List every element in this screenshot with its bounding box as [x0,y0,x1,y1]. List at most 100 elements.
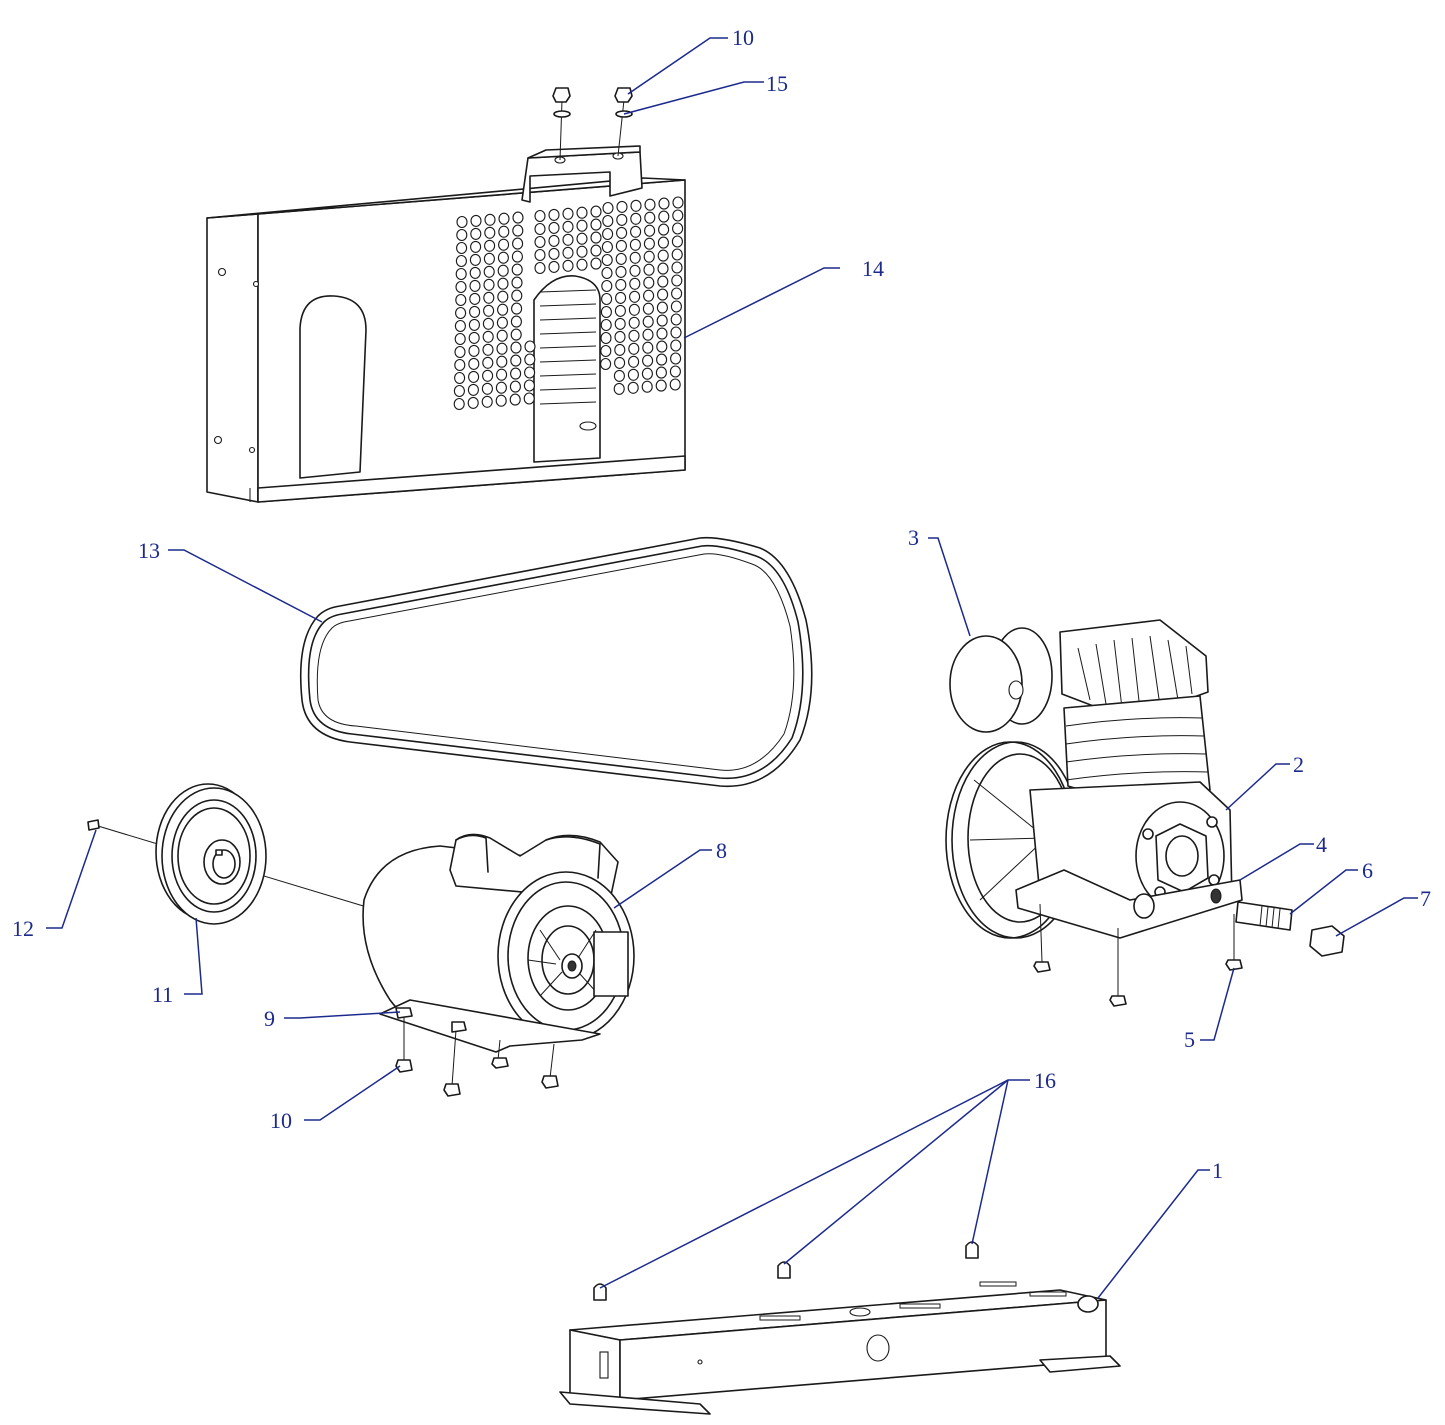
perforation-hole [642,302,654,315]
perforation-hole [602,227,614,241]
perforation-hole [512,224,524,237]
perforation-hole [658,210,670,223]
perforation-hole [672,222,684,235]
perforation-hole [629,264,641,277]
perforation-hole [534,261,546,275]
perforation-hole [657,275,669,288]
perforation-hole [671,274,683,287]
perforation-hole [600,344,612,358]
perforation-hole [534,248,546,262]
perforation-hole [481,382,493,395]
perforation-hole [600,305,612,319]
perforation-hole [614,317,626,330]
perforation-hole [482,369,494,382]
perforation-hole [672,209,684,222]
perforation-hole [576,258,588,271]
perforation-hole [670,313,682,326]
perforation-hole [455,280,467,294]
perforation-hole [629,290,641,303]
perforation-hole [524,340,536,353]
perforation-hole [670,326,682,339]
air-compressor-pump [945,619,1243,1007]
perforation-hole [534,209,546,223]
perforation-hole [469,292,481,305]
perforation-hole [616,213,628,226]
perforation-hole [548,234,560,247]
perforation-hole [590,231,602,244]
perforation-hole [616,200,628,213]
perforation-hole [656,340,668,353]
perforation-hole [497,290,509,303]
callout-9: 9 [264,1006,275,1031]
perforation-hole [657,288,669,301]
perforation-hole [497,277,509,290]
perforation-hole [643,250,655,263]
perforation-hole [615,252,627,265]
perforation-hole [671,287,683,300]
perforation-hole [456,228,468,242]
perforation-hole [590,218,602,231]
perforation-hole [497,264,509,277]
perforation-hole [615,265,627,278]
perforation-hole [641,380,653,393]
perforation-hole [562,233,574,246]
key [87,819,100,831]
perforation-hole [601,253,613,267]
perforation-hole [454,371,466,385]
perforation-hole [548,221,560,234]
perforation-hole [481,395,493,408]
perforation-hole [656,314,668,327]
perforation-hole [562,246,574,259]
perforation-hole [512,237,524,250]
perforation-hole [524,353,536,366]
perforation-hole [658,197,670,210]
perforation-hole [615,239,627,252]
perforation-hole [576,245,588,258]
perforation-hole [655,366,667,379]
perforation-hole [601,292,613,306]
perforation-hole [657,262,669,275]
perforation-hole [629,251,641,264]
perforation-hole [602,214,614,228]
perforation-hole [511,250,523,263]
perforation-hole [576,232,588,245]
perforation-hole [495,394,507,407]
perforation-hole [669,365,681,378]
perforation-hole [643,276,655,289]
callout-8: 8 [716,838,727,863]
perforation-hole [576,206,588,219]
perforation-hole [643,289,655,302]
perforation-hole [467,396,479,409]
perforation-hole [482,317,494,330]
belt-guard [206,145,686,503]
perforation-hole [562,259,574,272]
perforation-hole [468,318,480,331]
perforation-hole [672,196,684,209]
callout-6: 6 [1362,858,1373,883]
perforation-hole [600,331,612,345]
perforation-hole [656,301,668,314]
perforation-hole [482,356,494,369]
perforation-hole [615,278,627,291]
perforation-hole [468,344,480,357]
perforation-hole [498,225,510,238]
perforation-hole [628,329,640,342]
perforation-hole [657,236,669,249]
perforation-hole [470,214,482,227]
perforation-hole [643,263,655,276]
perforation-hole [562,207,574,220]
electric-motor [362,833,635,1097]
perforation-hole [455,254,467,268]
perforation-pattern [453,196,684,411]
perforation-hole [602,201,614,215]
perforation-hole [614,343,626,356]
perforation-hole [454,319,466,333]
motor-pulley [87,783,371,925]
perforation-hole [511,276,523,289]
perforation-hole [496,316,508,329]
callout-14: 14 [862,256,884,281]
callout-15: 15 [766,71,788,96]
perforation-hole [576,219,588,232]
perforation-hole [641,367,653,380]
